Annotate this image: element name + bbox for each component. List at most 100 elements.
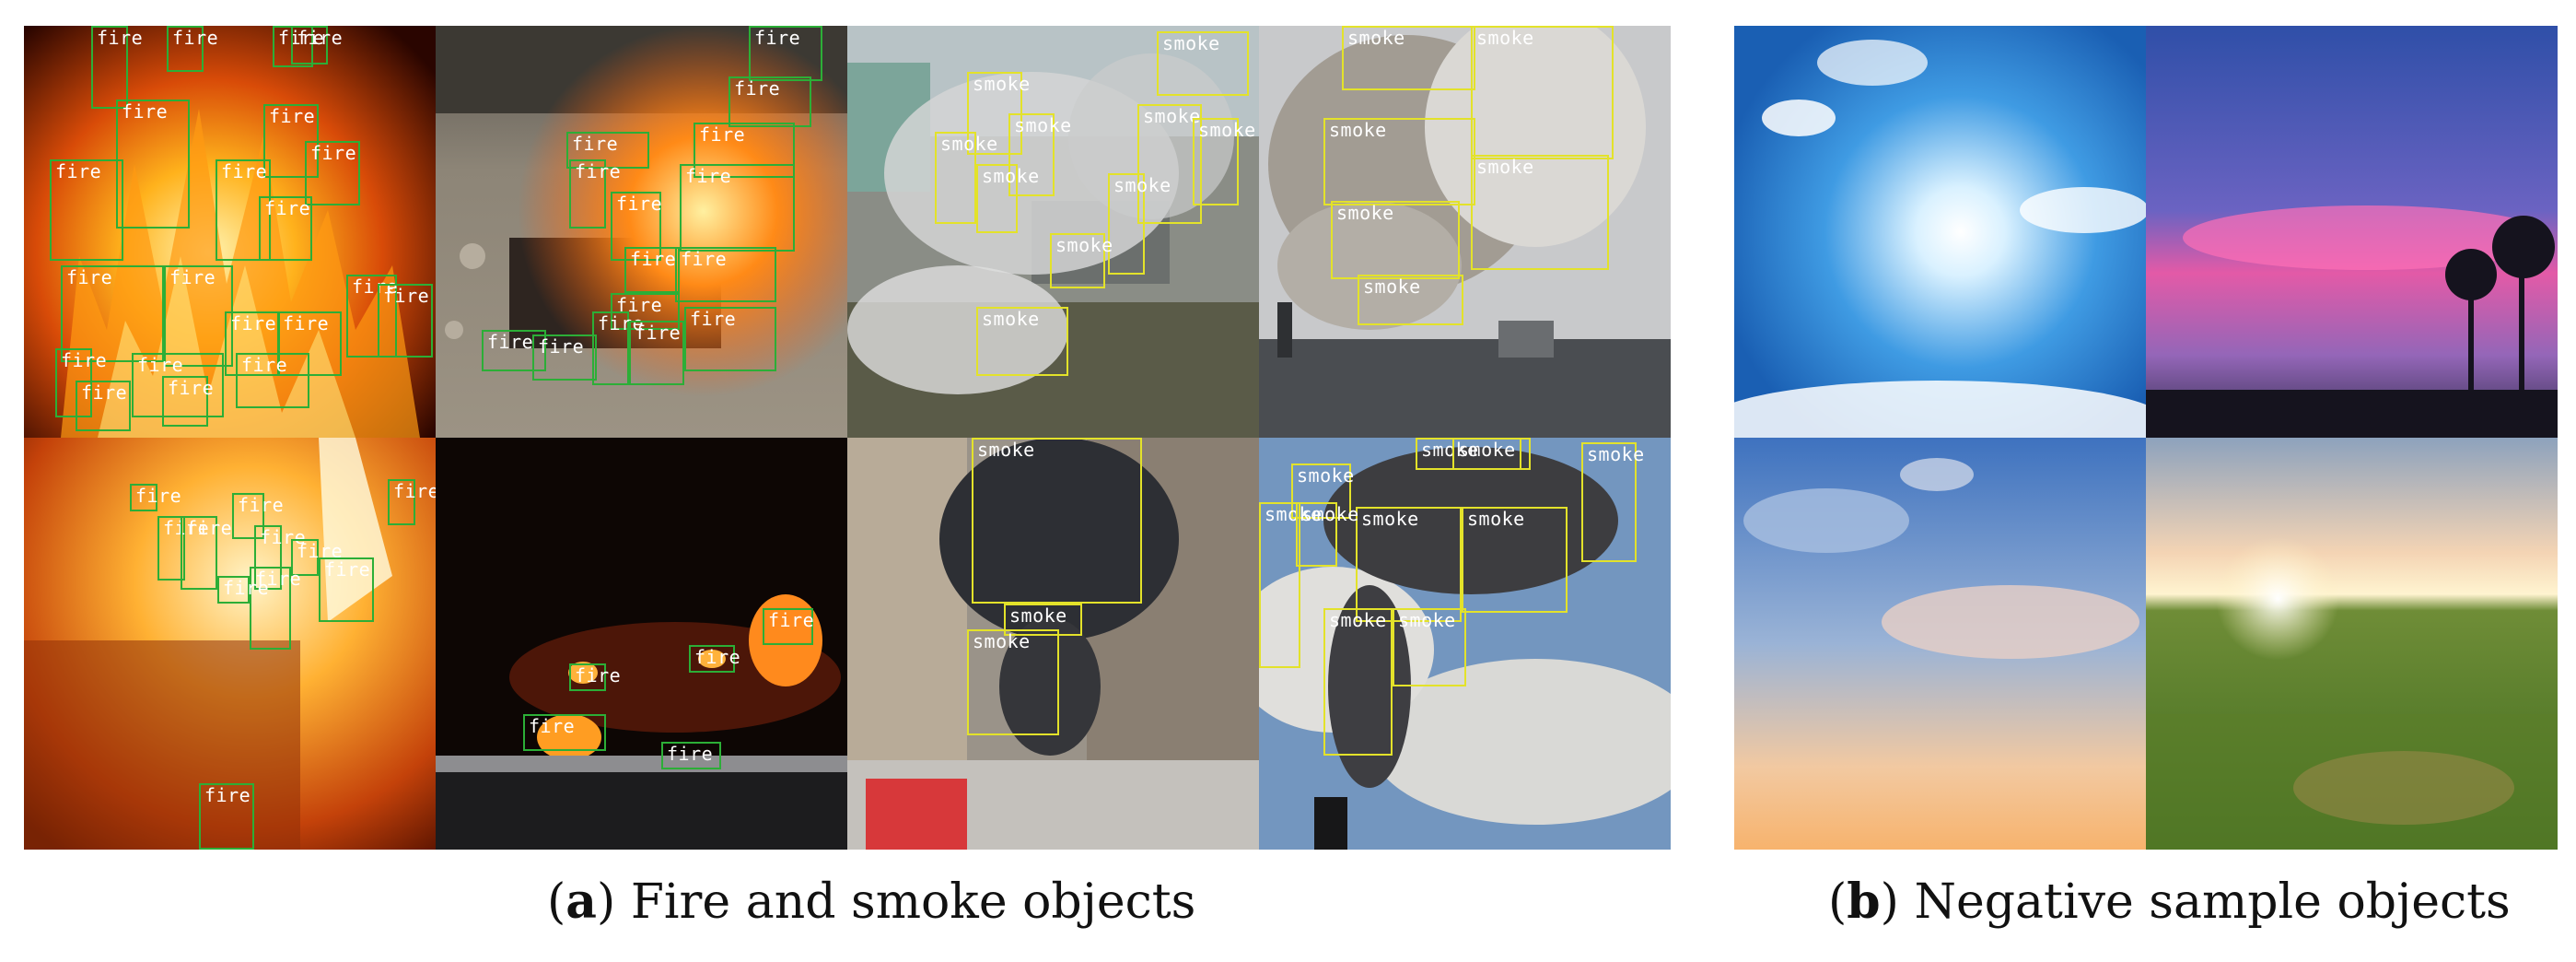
box-label: fire [169,266,216,288]
pink-sunset-tile [2146,26,2558,438]
box-label: fire [61,349,108,371]
box-label: smoke [977,439,1035,461]
fire-tile-6: fire fire fire fire fire [436,438,847,850]
box-label: smoke [1467,508,1525,530]
box-label: fire [55,160,102,182]
box-label: fire [260,526,307,548]
box-label: fire [283,312,330,334]
box-label: fire [616,193,663,215]
box-label: fire [297,540,344,562]
box-label: fire [383,285,430,307]
box-label: fire [487,331,534,353]
box-label: fire [352,276,399,298]
box-label: smoke [1113,174,1171,196]
box-label: smoke [1363,276,1421,298]
fire-tile-5: fire fire fire fire fire fire fire fire … [24,438,436,850]
sky-sun-tile [1734,26,2146,438]
box-label: fire [221,160,268,182]
box-label: smoke [1198,119,1256,141]
box-label: smoke [1587,443,1645,465]
box-label: fire [754,27,801,49]
box-label: fire [230,312,277,334]
box-label: fire [241,354,288,376]
box-label: fire [255,568,302,590]
box-label: smoke [1014,114,1072,136]
caption-a: (a) Fire and smoke objects [547,874,1196,930]
box-label: fire [163,517,210,539]
box-label: fire [81,381,128,404]
caption-b: (b) Negative sample objects [1828,874,2511,930]
fire-tile-2: fire fire fire fire fire fire fire fire … [436,26,847,438]
box-label: smoke [1143,105,1201,127]
box-label: smoke [1055,234,1113,256]
box-label: fire [635,322,682,344]
box-label: fire [137,354,184,376]
box-label: fire [699,123,746,146]
box-label: smoke [1297,464,1355,487]
box-label: fire [97,27,144,49]
box-label: fire [66,266,113,288]
box-label: smoke [1458,439,1516,461]
box-label: smoke [1476,156,1534,178]
grass-field-tile [2146,438,2558,850]
box-label: fire [538,335,585,358]
box-label: smoke [982,308,1040,330]
box-label: fire [768,609,815,631]
caption-a-text: Fire and smoke objects [630,874,1196,930]
box-label: fire [616,294,663,316]
box-label: smoke [1398,609,1456,631]
box-label: fire [269,105,316,127]
box-label: fire [278,27,325,49]
box-label: fire [324,558,371,581]
box-label: fire [168,377,215,399]
caption-b-letter: b [1847,874,1881,930]
box-label: fire [186,517,233,539]
box-label: smoke [1361,508,1419,530]
smoke-tile-8: smoke smoke smoke smoke smoke smoke smok… [1259,438,1671,850]
caption-a-letter: a [565,874,597,930]
box-label: smoke [973,630,1031,652]
box-label: smoke [1421,439,1479,461]
box-label: smoke [973,73,1031,95]
box-label: fire [310,142,357,164]
box-label: fire [135,485,182,507]
box-label: fire [264,197,311,219]
box-label: smoke [1301,503,1359,525]
box-label: smoke [1162,32,1220,54]
box-label: fire [572,133,619,155]
box-label: fire [529,715,576,737]
box-label: smoke [1265,503,1323,525]
box-label: fire [681,248,728,270]
box-label: smoke [982,165,1040,187]
box-label: fire [575,664,622,686]
evening-sky-tile [1734,438,2146,850]
fire-tile-1: fire fire fire fire fire fire fire fire … [24,26,436,438]
box-label: fire [172,27,219,49]
box-label: fire [630,248,677,270]
box-label: smoke [1336,202,1394,224]
smoke-tile-3: smoke smoke smoke smoke smoke smoke smok… [847,26,1259,438]
panel-b-negative-samples [1734,26,2558,850]
box-label: fire [734,77,781,100]
box-label: fire [204,784,251,806]
box-label: fire [685,165,732,187]
box-label: smoke [1347,27,1405,49]
smoke-tile-7: smoke smoke smoke [847,438,1259,850]
panel-a-fire-smoke: fire fire fire fire fire fire fire fire … [24,26,1671,850]
box-label: fire [598,312,645,334]
box-label: fire [393,480,436,502]
box-label: smoke [1329,119,1387,141]
box-label: fire [667,743,714,765]
box-label: smoke [1329,609,1387,631]
box-label: fire [223,577,270,599]
box-label: fire [690,308,737,330]
box-label: smoke [1476,27,1534,49]
box-label: smoke [1009,604,1067,627]
box-label: fire [122,100,169,123]
box-label: fire [238,494,285,516]
box-label: fire [575,160,622,182]
box-label: fire [694,646,741,668]
box-label: fire [297,27,344,49]
caption-b-text: Negative sample objects [1914,874,2511,930]
box-label: smoke [940,133,998,155]
